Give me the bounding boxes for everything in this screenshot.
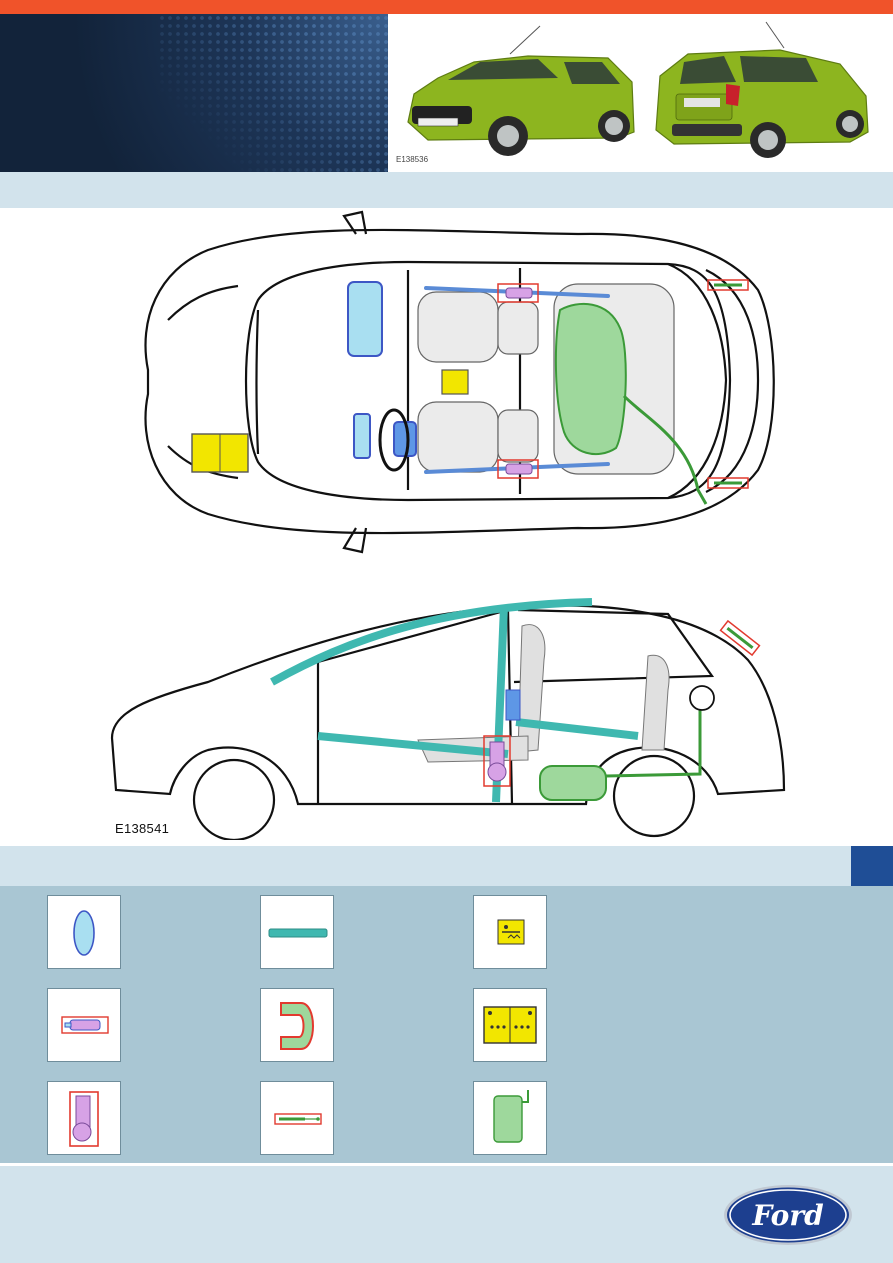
ford-logo-text: Ford <box>751 1199 823 1232</box>
header-photo-panel <box>388 14 893 172</box>
battery-icon <box>473 988 547 1062</box>
figure-id-label: E138541 <box>115 821 170 836</box>
car-side-outline <box>110 604 786 806</box>
car-rear-photo <box>655 21 869 158</box>
top-accent-bar <box>0 0 893 14</box>
fuel-tank-icon <box>473 1081 547 1155</box>
photo-id-label: E138536 <box>396 155 429 164</box>
curtain-airbag-icon <box>260 988 334 1062</box>
control-module-icon <box>473 895 547 969</box>
page-tab-marker <box>851 846 893 886</box>
airbag-oval-icon <box>47 895 121 969</box>
legend-panel <box>0 886 893 1163</box>
reinforcement-bar-icon <box>260 895 334 969</box>
halftone-pattern <box>158 14 388 172</box>
car-photos <box>407 21 869 158</box>
car-front-photo <box>407 25 635 156</box>
top-view <box>108 210 788 560</box>
seatbelt-pretensioner-icon <box>47 1081 121 1155</box>
gas-strut-icon <box>260 1081 334 1155</box>
title-band <box>0 172 893 208</box>
ford-logo: Ford <box>722 1183 854 1252</box>
car-body-outline <box>144 228 775 535</box>
side-view <box>108 590 788 845</box>
footer-divider <box>0 1163 893 1166</box>
legend-title-band <box>0 846 893 886</box>
inflator-cylinder-icon <box>47 988 121 1062</box>
header-dark-panel <box>0 14 388 172</box>
